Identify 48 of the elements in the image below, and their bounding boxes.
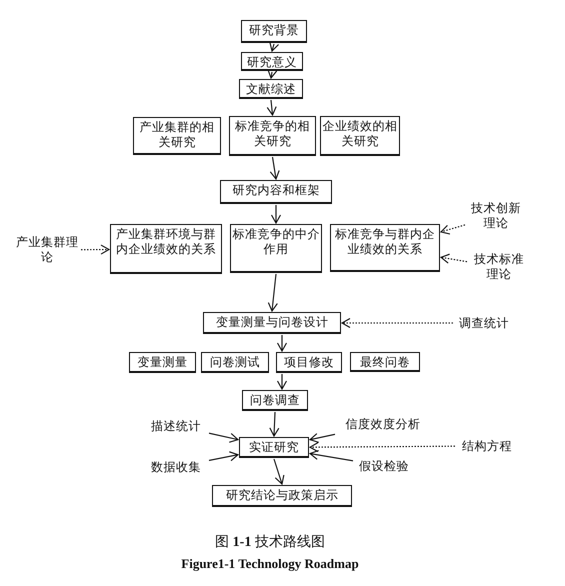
annotation-text: 调查统计 [454,313,514,333]
process-box: 项目修改 [276,352,342,373]
dotted-arrow [440,224,466,235]
process-box: 实证研究 [239,437,309,458]
process-box: 研究结论与政策启示 [212,485,352,507]
process-box: 研究背景 [241,20,307,43]
annotation-text: 信度效度分析 [336,414,430,434]
process-box: 标准竞争与群内企业绩效的关系 [330,224,440,272]
dotted-arrow [440,254,468,264]
dotted-arrow [341,318,453,328]
process-box: 产业集群的相关研究 [133,117,221,155]
annotation-text: 技术标准理论 [468,250,530,284]
arrow [269,412,280,437]
arrow [268,274,278,312]
arrow [273,458,284,485]
arrow [270,205,282,224]
process-box: 企业绩效的相关研究 [320,116,400,156]
process-box: 问卷调查 [242,390,308,411]
annotation-text: 假设检验 [354,456,414,476]
process-box: 变量测量 [129,352,196,373]
dotted-arrow [309,442,455,452]
annotation-text: 结构方程 [456,436,518,456]
arrow [276,335,288,352]
arrow [208,432,239,443]
arrow [270,156,280,180]
arrow [208,451,239,462]
dotted-arrow [81,244,110,255]
arrow [309,450,354,462]
arrow [267,68,278,79]
annotation-text: 产业集群理论 [14,234,80,266]
process-box: 问卷测试 [201,352,269,373]
process-box: 标准竞争的中介作用 [230,224,322,273]
process-box: 研究内容和框架 [220,180,332,204]
process-box: 研究意义 [241,52,303,71]
arrow [276,374,288,390]
process-box: 标准竞争的相关研究 [229,116,316,156]
annotation-text: 描述统计 [144,416,208,436]
arrow [266,100,277,116]
annotation-text: 数据收集 [144,457,208,477]
arrow [269,42,280,52]
figure-caption: 图 1-1 技术路线图 [215,535,325,550]
english-caption: Figure1-1 Technology Roadmap [181,556,359,571]
process-box: 文献综述 [239,79,303,99]
annotation-text: 技术创新理论 [466,200,526,232]
process-box: 最终问卷 [350,352,420,372]
arrow [309,433,336,443]
process-box: 产业集群环境与群内企业绩效的关系 [110,224,222,274]
process-box: 变量测量与问卷设计 [203,312,341,334]
